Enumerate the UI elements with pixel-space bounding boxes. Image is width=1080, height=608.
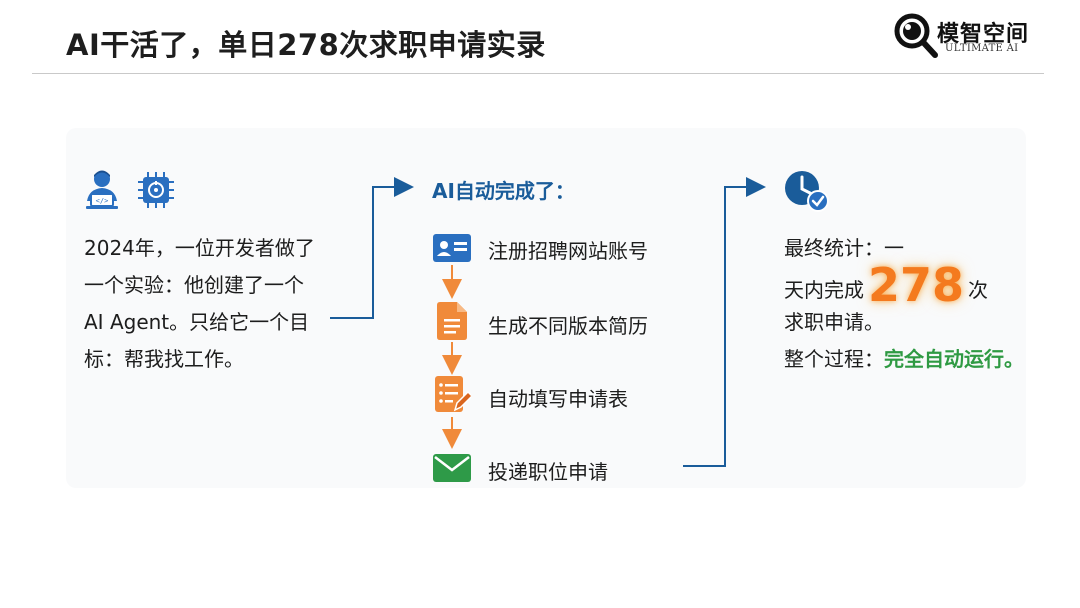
magnifier-logo-icon bbox=[894, 13, 938, 58]
result-text-segment: 整个过程： bbox=[784, 347, 884, 371]
application-count: 278 bbox=[868, 258, 965, 312]
result-text-segment: 次 bbox=[968, 278, 989, 302]
svg-text:</>: </> bbox=[96, 197, 109, 205]
step-label: 自动填写申请表 bbox=[488, 387, 628, 411]
intro-line: 一个实验：他创建了一个 bbox=[84, 273, 304, 297]
result-line: 最终统计：一 bbox=[784, 236, 904, 260]
result-line: 整个过程：完全自动运行。 bbox=[784, 341, 1044, 378]
header-divider bbox=[32, 73, 1044, 74]
content-panel bbox=[66, 128, 1026, 488]
step-label: 注册招聘网站账号 bbox=[488, 239, 648, 263]
result-line: 求职申请。 bbox=[784, 310, 884, 334]
intro-text: 2024年，一位开发者做了 一个实验：他创建了一个 AI Agent。只给它一个… bbox=[84, 230, 334, 378]
logo-subtitle: ULTIMATE AI bbox=[945, 43, 1019, 54]
automation-highlight: 完全自动运行。 bbox=[884, 347, 1024, 371]
intro-line: 2024年，一位开发者做了 bbox=[84, 236, 315, 260]
intro-line: 标：帮我找工作。 bbox=[84, 347, 244, 371]
chip-icon bbox=[138, 172, 174, 208]
logo-name: 模智空间 bbox=[937, 22, 1030, 47]
step-label: 生成不同版本简历 bbox=[488, 314, 648, 338]
result-text-segment: 天内完成 bbox=[784, 278, 864, 302]
developer-icon: </> bbox=[86, 170, 118, 209]
clock-check-icon bbox=[785, 171, 829, 212]
document-icon bbox=[437, 302, 467, 340]
step-label: 投递职位申请 bbox=[488, 460, 608, 484]
middle-title: AI自动完成了： bbox=[432, 179, 575, 203]
logo: 模智空间 ULTIMATE AI bbox=[893, 12, 1053, 62]
page-title: AI干活了，单日278次求职申请实录 bbox=[66, 28, 546, 62]
intro-line: AI Agent。只给它一个目 bbox=[84, 310, 310, 334]
id-card-icon bbox=[433, 234, 471, 262]
envelope-icon bbox=[433, 454, 471, 482]
form-edit-icon bbox=[435, 376, 471, 412]
